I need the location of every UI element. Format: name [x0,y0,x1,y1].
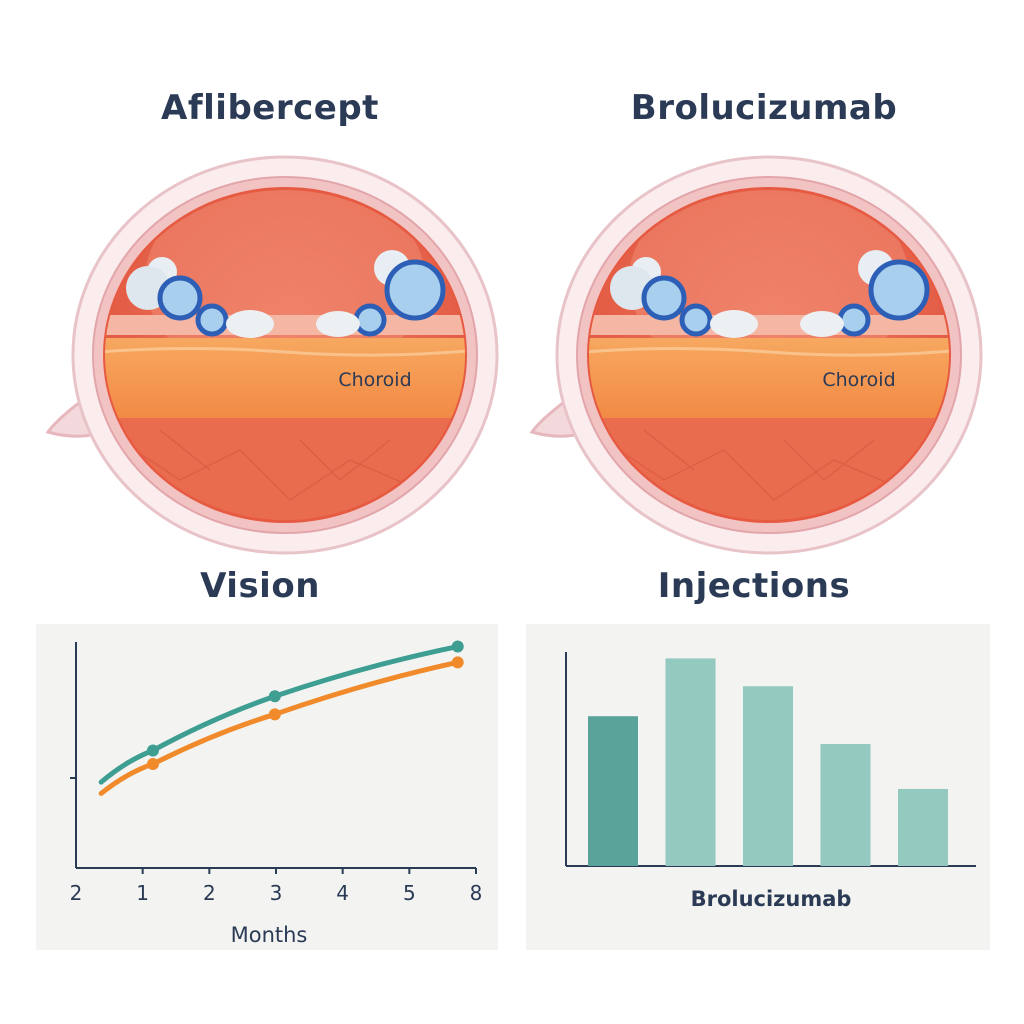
bar-2 [743,686,793,866]
x-tick-label: 4 [336,881,349,905]
bar-1 [665,658,716,866]
bar-3 [820,744,871,866]
brolucizumab-title: Brolucizumab [630,88,898,128]
fluid-deposits-right [316,250,446,337]
x-axis-label: Months [231,923,308,947]
choroid-label: Choroid [338,369,411,391]
series-point-1-2 [268,708,281,721]
series-point-0-3 [451,640,464,653]
injections-chart-panel: Brolucizumab [526,624,990,950]
bar-0 [588,716,638,866]
x-tick-label: 2 [70,881,83,905]
fluid-deposits-left [126,257,274,338]
injections-bar-chart: Brolucizumab [565,652,976,911]
injections-chart-title: Injections [657,566,851,606]
x-tick-label: 5 [403,881,416,905]
series-point-1-3 [451,656,464,669]
choroid-label: Choroid [822,369,895,391]
eye-cross-section-brolucizumab: Choroid [529,155,983,555]
aflibercept-title: Aflibercept [161,88,379,128]
eye-cross-section-aflibercept: Choroid [45,155,499,555]
fluid-deposits-left [610,257,758,338]
fluid-deposits-right [800,250,930,337]
x-axis-label: Brolucizumab [691,887,852,911]
series-point-0-1 [146,744,159,757]
x-tick-label: 2 [203,881,216,905]
series-line-0 [98,644,461,785]
series-line-1 [98,659,461,796]
x-tick-label: 3 [270,881,283,905]
x-tick-label: 8 [470,881,483,905]
vision-line-chart: 2 1 2 3 4 5 8 Months [70,640,483,947]
vision-chart-title: Vision [200,566,320,606]
series-point-1-1 [146,758,159,771]
bar-4 [898,788,948,866]
vision-chart-panel: 2 1 2 3 4 5 8 Months [36,624,498,950]
x-tick-label: 1 [136,881,149,905]
series-point-0-2 [268,690,281,703]
